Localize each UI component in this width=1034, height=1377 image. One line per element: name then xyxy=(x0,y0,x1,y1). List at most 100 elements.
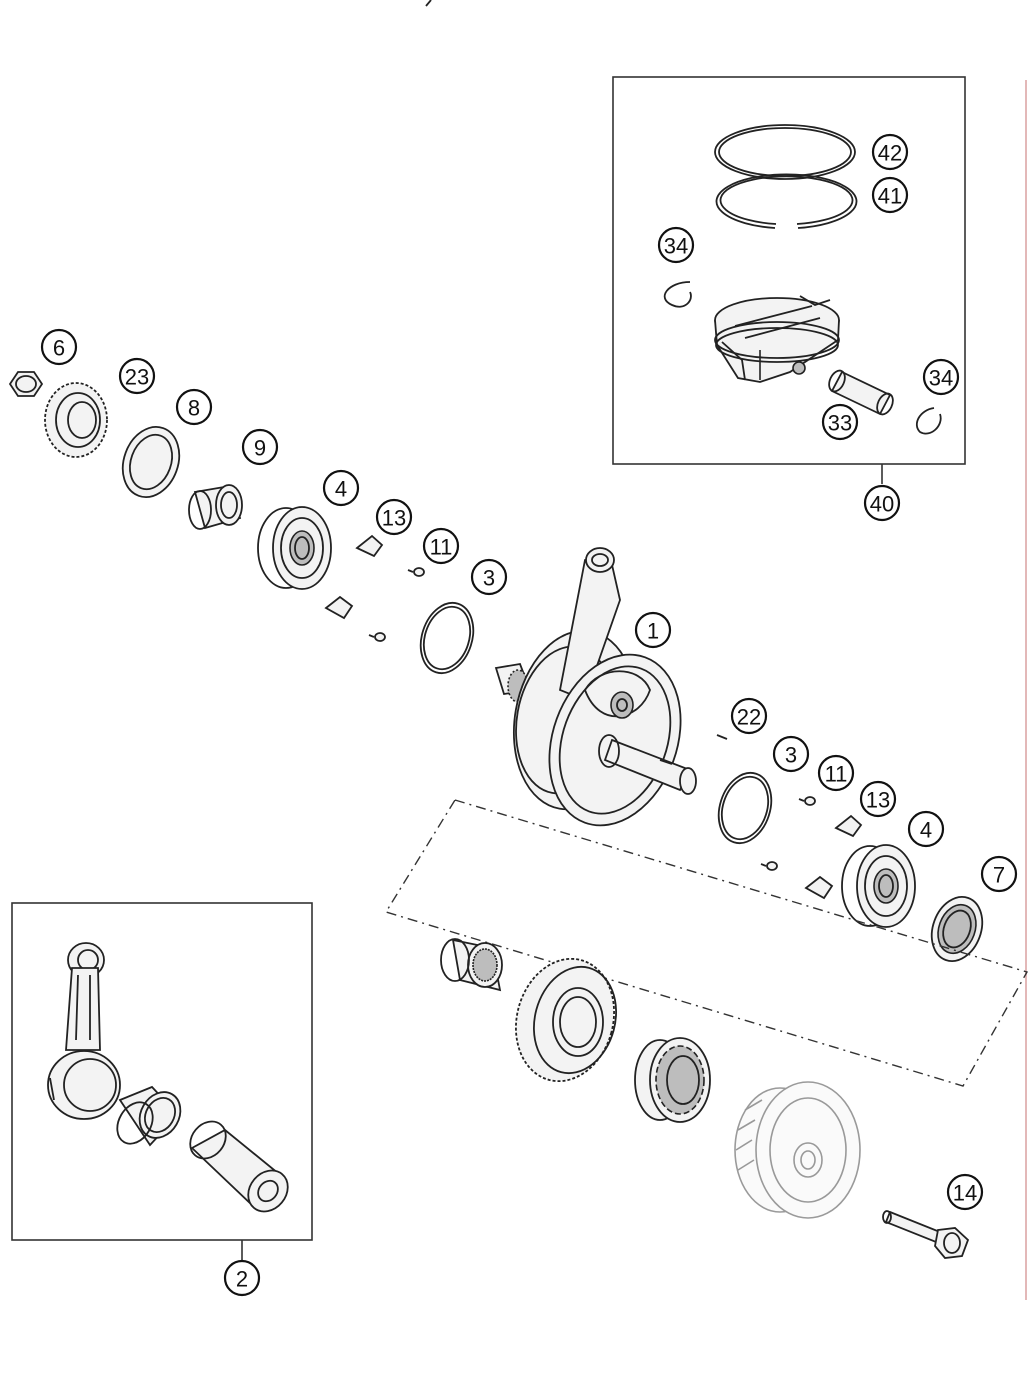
callout-number: 22 xyxy=(737,705,761,730)
callout-number: 11 xyxy=(825,762,848,787)
callout-circle xyxy=(470,558,508,596)
callout-c4a: 4 xyxy=(322,469,360,507)
callout-c41: 41 xyxy=(871,176,909,214)
conrod-kit-group xyxy=(11,902,313,1260)
piston-kit-group xyxy=(612,76,966,484)
callout-number: 6 xyxy=(53,336,65,361)
callout-c14: 14 xyxy=(946,1173,984,1211)
circlip-right xyxy=(915,407,942,435)
freewheel xyxy=(634,1037,711,1123)
callout-c3b: 3 xyxy=(772,735,810,773)
spacer-ring xyxy=(121,426,181,498)
callout-c13b: 13 xyxy=(859,780,897,818)
starter-group xyxy=(384,799,1029,1123)
callout-c22: 22 xyxy=(730,697,768,735)
main-bearing-left xyxy=(257,506,332,590)
callout-circle xyxy=(175,388,213,426)
piston-ring-second xyxy=(715,173,858,229)
needle-bearing xyxy=(440,938,503,992)
shaft-seal xyxy=(930,896,984,962)
callout-c13a: 13 xyxy=(375,498,413,536)
piston xyxy=(714,295,840,383)
callout-c11b: 11 xyxy=(817,754,855,792)
callout-number: 7 xyxy=(993,863,1005,888)
crankshaft xyxy=(494,547,697,827)
crank-pin xyxy=(189,1120,289,1213)
pin-22 xyxy=(716,734,728,740)
callout-c23: 23 xyxy=(118,357,156,395)
callout-layer: 42 41 34 34 33 40 6 23 8 9 4 13 11 3 1 22 3 11 13 4 7 14 2 xyxy=(40,133,1018,1297)
callout-number: 13 xyxy=(866,788,890,813)
callout-number: 40 xyxy=(870,492,894,517)
key-bottom-left xyxy=(324,595,354,620)
starter-gear xyxy=(515,957,617,1083)
conrod-kit-frame xyxy=(11,902,313,1241)
piston-kit-frame xyxy=(612,76,966,465)
callout-number: 2 xyxy=(236,1267,248,1292)
callout-c40: 40 xyxy=(863,484,901,522)
callout-number: 42 xyxy=(878,141,902,166)
callout-c34b: 34 xyxy=(922,358,960,396)
callout-number: 33 xyxy=(828,411,852,436)
callout-c2: 2 xyxy=(223,1259,261,1297)
callout-circle xyxy=(922,358,960,396)
callout-circle xyxy=(422,527,460,565)
callout-c34a: 34 xyxy=(657,226,695,264)
connecting-rod xyxy=(47,942,121,1120)
callout-c33: 33 xyxy=(821,403,859,441)
callout-circle xyxy=(40,328,78,366)
callout-circle xyxy=(223,1259,261,1297)
callout-number: 23 xyxy=(125,365,149,390)
callout-c9: 9 xyxy=(241,428,279,466)
callout-circle xyxy=(657,226,695,264)
rod-bearing xyxy=(116,1085,182,1147)
shim-left xyxy=(419,602,475,674)
key-top-right xyxy=(834,814,863,838)
callout-number: 3 xyxy=(483,566,495,591)
callout-number: 13 xyxy=(382,506,406,531)
starter-group-frame xyxy=(384,799,1029,1087)
callout-circle xyxy=(375,498,413,536)
callout-number: 8 xyxy=(188,396,200,421)
rotor xyxy=(734,1081,861,1219)
screw-top-left xyxy=(407,567,425,577)
circlip-left xyxy=(663,281,692,308)
bushing xyxy=(188,484,243,530)
callout-number: 4 xyxy=(920,818,932,843)
callout-circle xyxy=(322,469,360,507)
callout-c11a: 11 xyxy=(422,527,460,565)
callout-circle xyxy=(634,611,672,649)
screw-bottom-left xyxy=(368,632,386,642)
callout-circle xyxy=(859,780,897,818)
callout-circle xyxy=(980,855,1018,893)
piston-ring-top xyxy=(714,124,856,180)
callout-circle xyxy=(772,735,810,773)
callout-circle xyxy=(817,754,855,792)
crank-nut xyxy=(8,371,44,397)
shim-right xyxy=(717,772,773,844)
piston-pin xyxy=(828,369,894,416)
callout-number: 4 xyxy=(335,477,347,502)
callout-circle xyxy=(821,403,859,441)
callout-number: 41 xyxy=(878,184,902,209)
callout-number: 14 xyxy=(953,1181,977,1206)
callout-number: 9 xyxy=(254,436,266,461)
callout-circle xyxy=(241,428,279,466)
callout-c4b: 4 xyxy=(907,810,945,848)
callout-number: 34 xyxy=(929,366,953,391)
screw-bottom-right xyxy=(760,861,778,871)
callout-circle xyxy=(907,810,945,848)
callout-number: 1 xyxy=(647,619,659,644)
rotor-bolt xyxy=(882,1210,970,1259)
callout-circle xyxy=(871,133,909,171)
callout-c6: 6 xyxy=(40,328,78,366)
callout-circle xyxy=(118,357,156,395)
callout-number: 11 xyxy=(430,535,453,560)
callout-number: 34 xyxy=(664,234,688,259)
callout-number: 3 xyxy=(785,743,797,768)
callout-c8: 8 xyxy=(175,388,213,426)
callout-c7: 7 xyxy=(980,855,1018,893)
callout-circle xyxy=(863,484,901,522)
callout-circle xyxy=(946,1173,984,1211)
